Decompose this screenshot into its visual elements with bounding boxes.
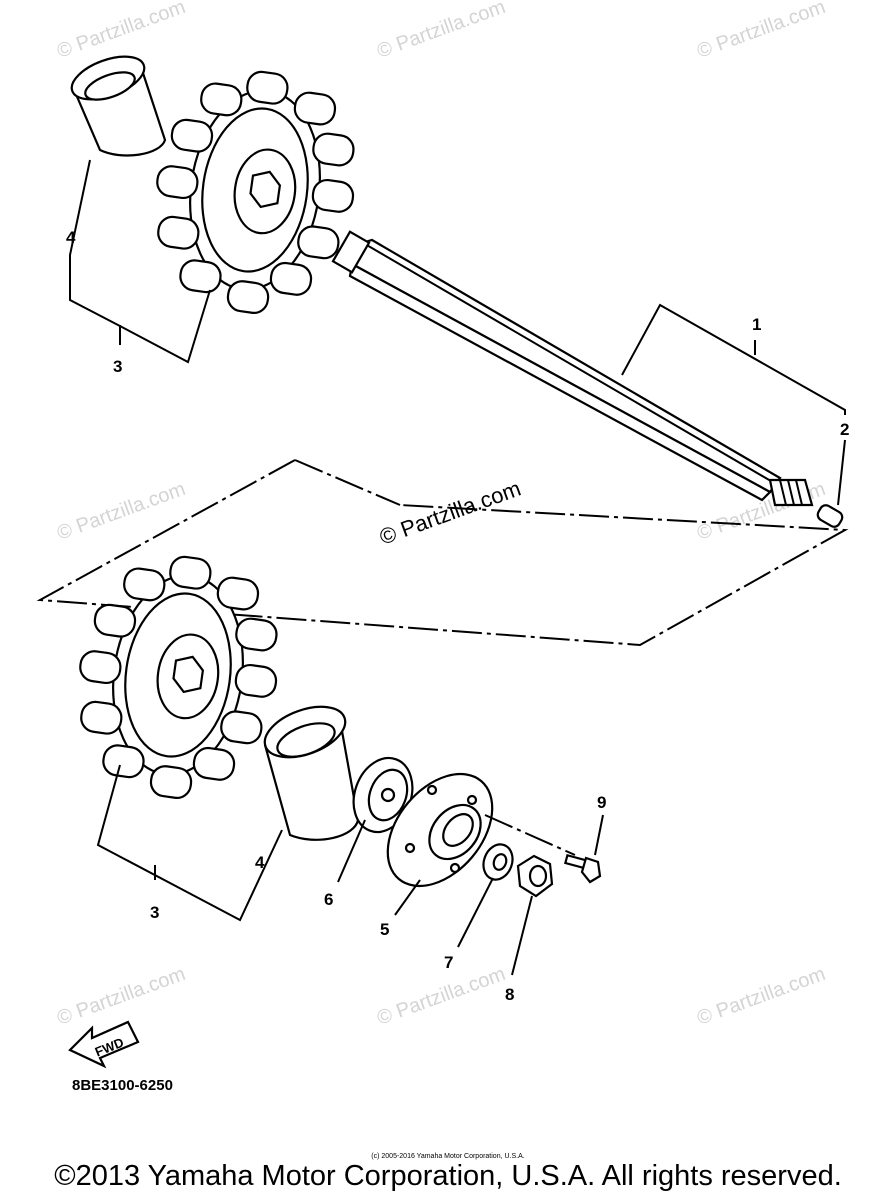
watermark: © Partzilla.com xyxy=(54,963,188,1030)
watermark: © Partzilla.com xyxy=(374,963,508,1030)
bolt xyxy=(563,853,602,884)
watermark: © Partzilla.com xyxy=(54,0,188,63)
callout-8: 8 xyxy=(505,985,514,1004)
watermark: © Partzilla.com xyxy=(694,963,828,1030)
callout-labels: 1 2 3 4 3 4 5 6 7 8 9 xyxy=(66,228,849,1004)
diagram-code: 8BE3100-6250 xyxy=(72,1077,173,1094)
watermark: © Partzilla.com xyxy=(694,0,828,63)
callout-3-top: 3 xyxy=(113,357,122,376)
leader-lines-top xyxy=(69,159,846,506)
fwd-arrow-icon: FWD xyxy=(68,1020,140,1069)
sprocket-bottom xyxy=(62,543,293,811)
plug xyxy=(816,504,844,528)
callout-5: 5 xyxy=(380,920,389,939)
callout-9: 9 xyxy=(597,793,606,812)
callout-4-top: 4 xyxy=(66,228,76,247)
small-copyright: (c) 2005-2016 Yamaha Motor Corporation, … xyxy=(371,1153,525,1160)
watermark: © Partzilla.com xyxy=(374,0,508,63)
nut xyxy=(516,854,554,898)
callout-6: 6 xyxy=(324,890,333,909)
leader-lines-bottom xyxy=(96,764,604,976)
callout-2: 2 xyxy=(840,420,849,439)
shaft-thread xyxy=(768,478,814,507)
drive-shaft xyxy=(331,230,814,507)
main-copyright: ©2013 Yamaha Motor Corporation, U.S.A. A… xyxy=(54,1160,842,1192)
bearing xyxy=(352,756,414,834)
reference-outline xyxy=(36,459,849,647)
callout-1: 1 xyxy=(752,315,761,334)
collar-bottom xyxy=(263,705,360,841)
washer xyxy=(482,843,514,881)
callout-4-bottom: 4 xyxy=(255,853,265,872)
sprocket-top xyxy=(139,58,370,326)
callout-3-bottom: 3 xyxy=(150,903,159,922)
collar-top xyxy=(70,55,167,157)
watermark-center: © Partzilla.com xyxy=(376,476,524,550)
bearing-housing xyxy=(386,772,494,888)
callout-7: 7 xyxy=(444,953,453,972)
watermark: © Partzilla.com xyxy=(54,478,188,545)
